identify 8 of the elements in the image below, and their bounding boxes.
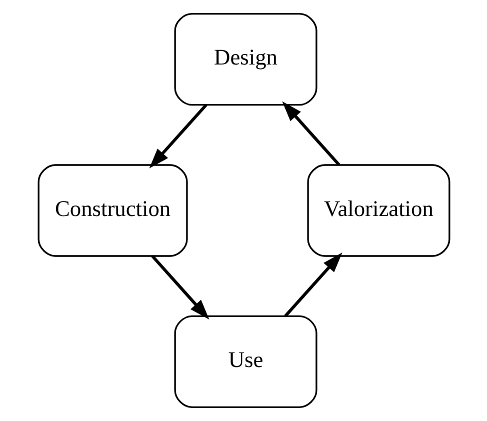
node-box: Design: [174, 13, 317, 106]
arrow: [150, 254, 209, 320]
arrow: [284, 252, 342, 318]
node-box: Construction: [37, 164, 188, 257]
arrow: [282, 101, 340, 166]
arrow: [148, 104, 207, 168]
node-box: Use: [174, 315, 317, 408]
node-box: Valorization: [306, 164, 450, 257]
